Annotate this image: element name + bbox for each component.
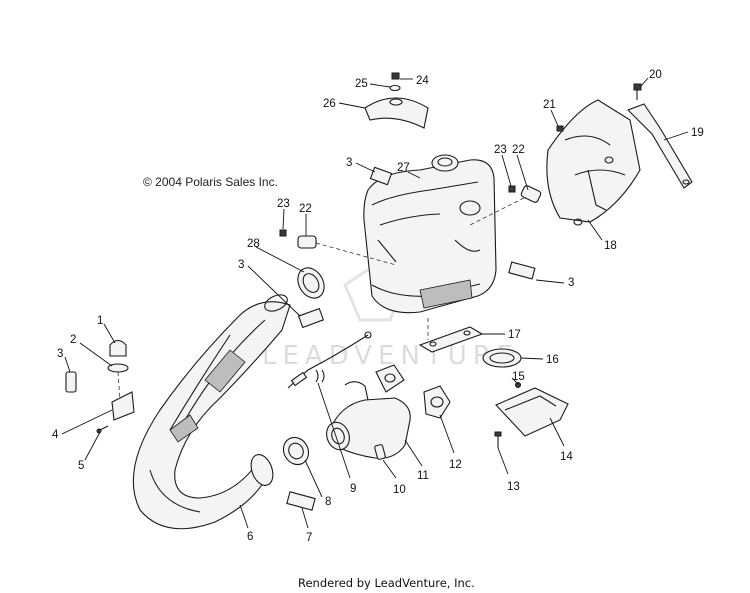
part-24-25-fastener	[389, 72, 401, 92]
callout-3-mid: 3	[238, 259, 244, 271]
callout-16: 16	[546, 354, 559, 366]
callout-6: 6	[247, 531, 253, 543]
callout-10: 10	[393, 484, 406, 496]
callouts: 1 2 3 3 3 3 4 5 6 7 8 9 10	[52, 69, 704, 544]
callout-26: 26	[323, 98, 336, 110]
part-3-spring-d	[65, 371, 77, 393]
callout-20: 20	[649, 69, 662, 81]
callout-22-left: 22	[299, 203, 312, 215]
part-22-grommet-right	[520, 185, 542, 203]
part-5-screw	[96, 425, 109, 434]
part-10-stud	[374, 444, 386, 460]
callout-4: 4	[52, 429, 59, 441]
callout-23-right: 23	[494, 144, 507, 156]
part-1-plug	[109, 339, 127, 357]
callout-21: 21	[543, 99, 556, 111]
callout-5: 5	[78, 460, 84, 472]
callout-3-upper: 3	[346, 157, 352, 169]
part-16-seal-ring	[482, 348, 522, 368]
part-8-coupler	[282, 436, 310, 466]
callout-23-left: 23	[277, 198, 290, 210]
footer-credit: Rendered by LeadVenture, Inc.	[298, 576, 475, 590]
part-23-nut-left	[279, 229, 287, 237]
part-21-nut	[556, 125, 564, 132]
callout-8: 8	[325, 496, 331, 508]
part-27-muffler	[363, 154, 497, 314]
callout-3-right: 3	[568, 277, 574, 289]
callout-9: 9	[350, 483, 356, 495]
callout-22-right: 22	[512, 144, 525, 156]
callout-24: 24	[416, 75, 429, 87]
watermark-text: LEADVENTURE	[262, 341, 519, 371]
callout-15: 15	[512, 371, 525, 383]
part-15-screw	[515, 382, 521, 388]
assembly-lines	[117, 197, 525, 401]
callout-28: 28	[247, 238, 260, 250]
callout-11: 11	[417, 470, 429, 482]
callout-18: 18	[604, 240, 617, 252]
part-3-spring-a	[369, 166, 393, 186]
watermark: LEADVENTURE	[262, 263, 519, 371]
copyright-notice: © 2004 Polaris Sales Inc.	[143, 175, 278, 189]
part-3-spring-b	[508, 261, 536, 280]
callout-27: 27	[397, 162, 410, 174]
part-9-sensor	[287, 331, 372, 389]
part-3-spring-c	[297, 307, 325, 329]
callout-3-left: 3	[57, 348, 63, 360]
part-6-expansion-chamber	[132, 294, 291, 530]
part-17-gasket	[418, 326, 484, 353]
part-7-spring	[286, 491, 316, 511]
part-23-nut-right	[508, 185, 516, 193]
part-14-heat-shield-plate	[495, 387, 569, 437]
part-4-bracket	[111, 391, 135, 421]
callout-2: 2	[70, 334, 76, 346]
callout-13: 13	[507, 481, 520, 493]
callout-17: 17	[508, 329, 521, 341]
part-20-bolt	[633, 83, 642, 100]
part-18-heat-shield	[546, 99, 641, 226]
callout-12: 12	[449, 459, 462, 471]
part-11-manifold	[326, 381, 411, 459]
part-28-coupler	[297, 267, 325, 299]
callout-19: 19	[691, 127, 704, 139]
callout-1: 1	[97, 315, 103, 327]
callout-14: 14	[560, 451, 573, 463]
part-12-gasket	[423, 385, 451, 419]
part-19-bracket	[627, 103, 693, 189]
part-26-heat-shield	[364, 97, 429, 129]
callout-7: 7	[306, 532, 312, 544]
part-13-stud	[494, 431, 502, 448]
part-22-grommet-left	[297, 235, 317, 249]
callout-25: 25	[355, 78, 368, 90]
part-gasket-small	[375, 364, 405, 393]
